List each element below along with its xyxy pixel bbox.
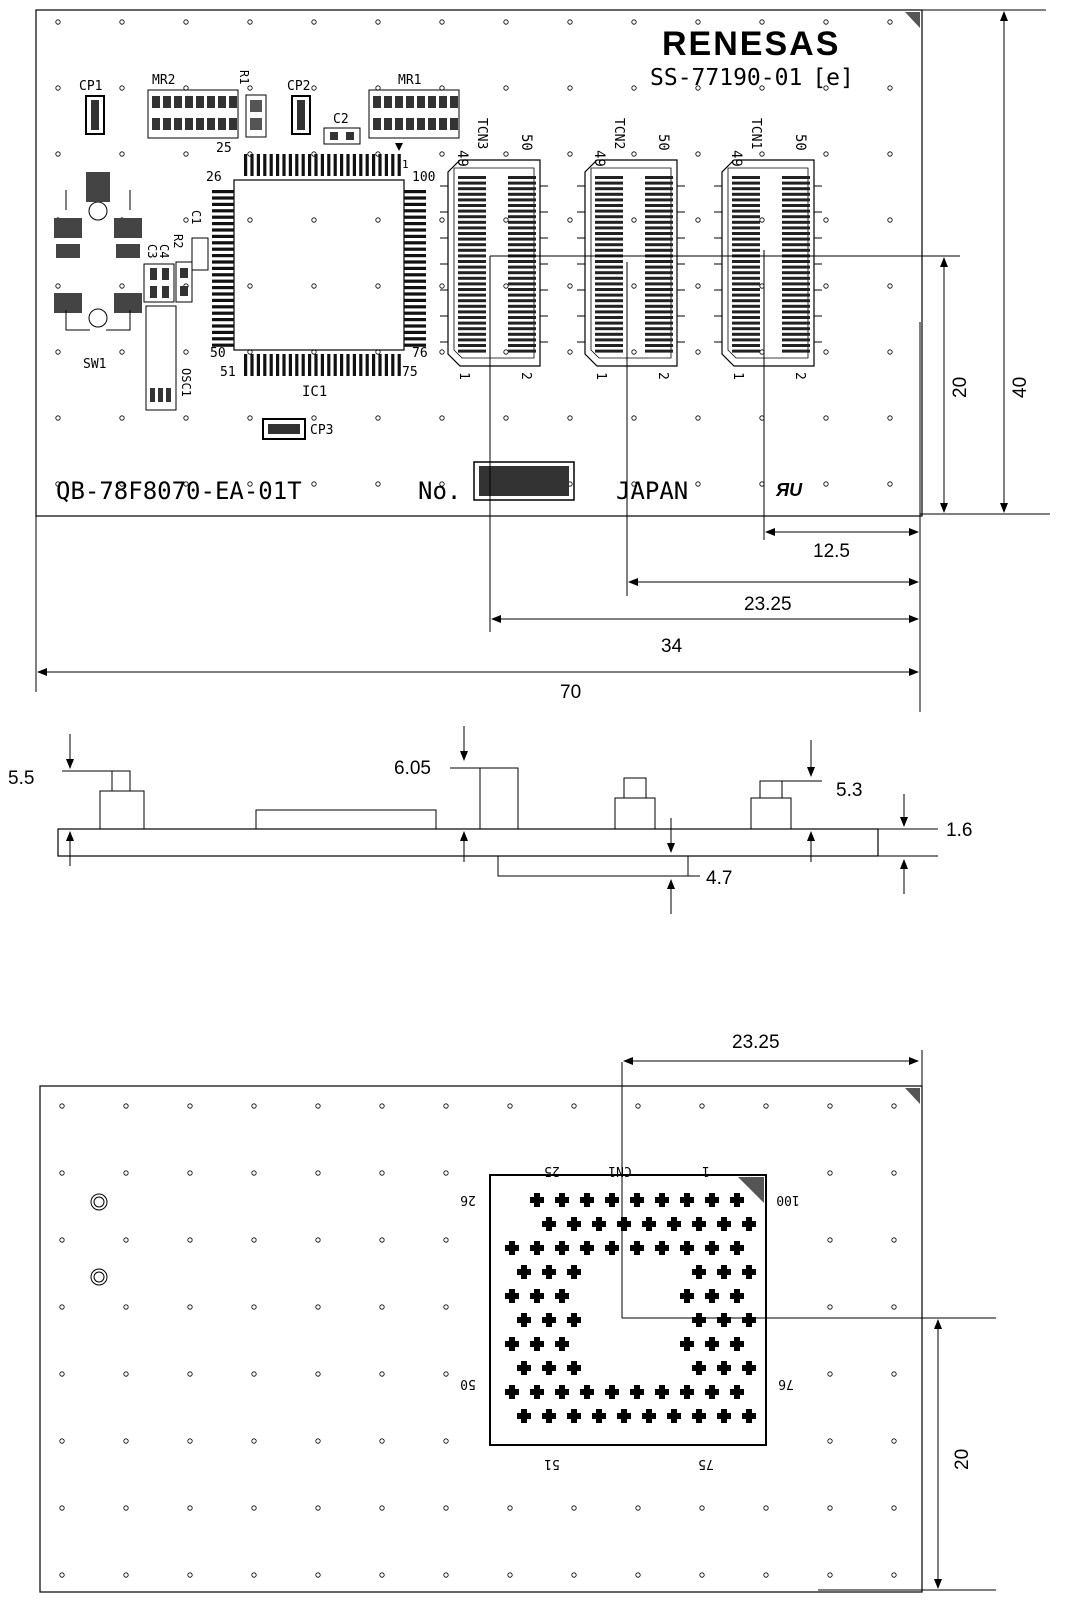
mr1-array [368,89,460,139]
label-mr1: MR1 [398,73,421,88]
side-view: 5.5 6.05 5.3 1.6 4.7 [8,726,972,914]
connector-pin-2: 2 [792,372,807,380]
ic1-pin-75: 75 [402,365,418,380]
bottom-dim-20: 20 [952,1449,973,1470]
osc1-body [145,305,177,411]
connector-pin-49: 49 [728,150,744,167]
label-r1: R1 [237,70,251,84]
connector-pin-1: 1 [456,372,471,380]
cp1-pad [85,95,105,135]
cn1-pin-50: 50 [460,1376,476,1391]
connector-pin-2: 2 [518,372,533,380]
cn1-pin-75: 75 [698,1456,714,1471]
dim-34: 34 [661,636,683,657]
sw1-switch: SW1 [54,172,142,372]
ic1-label: IC1 [302,384,327,400]
connector-pin-1: 1 [593,372,608,380]
label-c3: C3 [145,244,159,258]
ic1-pin-26: 26 [206,170,222,185]
ic1-pin-25: 25 [216,141,232,156]
mr2-array [147,89,239,139]
connector-pin-50: 50 [655,134,671,151]
ic1-qfp: 25 1 26 100 50 76 51 75 IC1 [206,141,435,400]
r1-part [245,94,267,138]
label-c1: C1 [189,210,203,224]
ic1-pin-50: 50 [210,346,226,361]
label-cp3: CP3 [310,423,333,438]
dim-6-05: 6.05 [394,758,431,779]
bottom-board-outline [39,1085,923,1593]
bottom-view: 25 CN1 1 26 100 50 76 51 75 23.25 20 [39,1032,996,1593]
cn1-pin-26: 26 [460,1192,476,1207]
connector-pin-49: 49 [454,150,470,167]
ic1-pin-76: 76 [412,346,428,361]
connector-name: TCN1 [748,118,763,149]
dim-12-5: 12.5 [813,541,850,562]
label-r2: R2 [171,234,185,248]
connector-pin-50: 50 [518,134,534,151]
dim-5-3: 5.3 [836,780,862,801]
label-mr2: MR2 [152,73,175,88]
label-cp1: CP1 [79,79,102,94]
dim-4-7: 4.7 [706,868,732,889]
top-corner-marker [905,12,920,28]
serial-label: No. [418,477,461,505]
connector-pin-2: 2 [655,372,670,380]
cp2-pad [291,95,311,135]
part-number: QB-78F8070-EA-01T [56,477,302,505]
country-label: JAPAN [616,477,688,505]
connector-pin-1: 1 [730,372,745,380]
cn1-label: CN1 [608,1163,631,1178]
dim-70: 70 [560,682,581,703]
top-via-dots [55,19,893,487]
cn1-footprint [489,1174,767,1446]
dim-40: 40 [1010,377,1031,398]
cn1-pin-25: 25 [544,1163,560,1178]
board-code: SS-77190-01[e] [650,65,854,91]
bottom-corner-marker [905,1088,920,1104]
connector-name: TCN3 [474,118,489,149]
renesas-logo: RENESAS [662,25,840,63]
top-board-outline [35,9,923,517]
connector-pin-49: 49 [591,150,607,167]
connector-tcn3: 49 50 TCN3 1 2 [440,118,548,380]
ic1-pin-100: 100 [412,170,435,185]
top-view: RENESAS SS-77190-01[e] CP1 MR2 R1 CP2 C2… [35,9,1050,712]
connector-tcn2: 49 50 TCN2 1 2 [577,118,685,380]
c2-part [323,127,361,145]
dim-5-5: 5.5 [8,768,34,789]
dim-1-6: 1.6 [946,820,972,841]
label-osc1: OSC1 [179,368,193,397]
connector-tcn1: 49 50 TCN1 1 2 [714,118,822,380]
label-sw1: SW1 [83,357,106,372]
side-board [57,828,879,857]
ul-mark: ЯU [775,480,803,500]
cp3-pad [262,418,306,440]
ic1-pin-1: 1 [402,158,409,171]
label-c2: C2 [333,112,349,127]
cn1-pin-51: 51 [544,1456,560,1471]
cn1-pin-76: 76 [778,1376,794,1391]
bottom-dim-23-25: 23.25 [732,1032,780,1053]
serial-box [473,461,575,501]
dim-20: 20 [950,377,971,398]
label-c4: C4 [157,244,171,258]
label-cp2: CP2 [287,79,310,94]
cn1-pin-100: 100 [776,1192,799,1207]
cn1-pin-1: 1 [702,1163,710,1178]
connector-pin-50: 50 [792,134,808,151]
dim-23-25: 23.25 [744,594,792,615]
connector-name: TCN2 [611,118,626,149]
ic1-pin-51: 51 [220,365,236,380]
